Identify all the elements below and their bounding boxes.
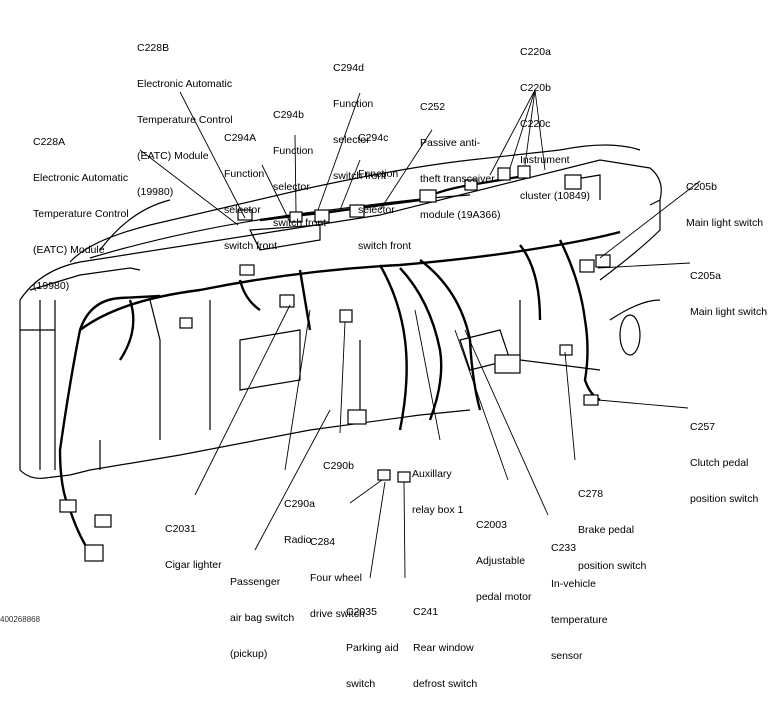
- label-c205b: C205b Main light switch: [686, 181, 764, 229]
- label-passenger-airbag: Passenger air bag switch (pickup): [230, 576, 295, 660]
- label-c278: C278 Brake pedal position switch: [578, 488, 647, 572]
- label-c290a: C290a Radio: [284, 498, 315, 546]
- dashboard-outline: [19, 144, 662, 479]
- label-c252: C252 Passive anti- theft transceiver mod…: [420, 101, 501, 221]
- label-c205a: C205a Main light switch: [690, 270, 768, 318]
- label-c220: C220a C220b C220c Instrument cluster (10…: [520, 46, 591, 202]
- label-c290b: C290b: [323, 460, 354, 472]
- label-c294a: C294A Function selector switch front: [224, 132, 278, 252]
- label-c2003: C2003 Adjustable pedal motor: [476, 519, 532, 603]
- leader-lines: [139, 89, 701, 579]
- label-c241: C241 Rear window defrost switch: [413, 606, 478, 690]
- figure-id: 400268868: [0, 615, 41, 624]
- wiring-diagram: [19, 89, 701, 579]
- label-c294b: C294b Function selector switch front: [273, 109, 327, 229]
- label-c284: C284 Four wheel drive switch: [310, 536, 365, 620]
- label-c257: C257 Clutch pedal position switch: [690, 421, 759, 505]
- label-c2031: C2031 Cigar lighter: [165, 523, 222, 571]
- label-c294d: C294d Function selector switch front: [333, 62, 387, 182]
- label-c228a: C228A Electronic Automatic Temperature C…: [33, 136, 129, 292]
- label-c233: C233 In-vehicle temperature sensor: [551, 542, 608, 662]
- label-c2035: C2035 Parking aid switch: [346, 606, 399, 690]
- label-c294c: C294c Function selector switch front: [358, 132, 412, 252]
- label-aux-relay: Auxillary relay box 1: [412, 468, 464, 516]
- label-c228b: C228B Electronic Automatic Temperature C…: [137, 42, 233, 198]
- connectors: [59, 165, 641, 562]
- wiring-harness: [58, 173, 621, 561]
